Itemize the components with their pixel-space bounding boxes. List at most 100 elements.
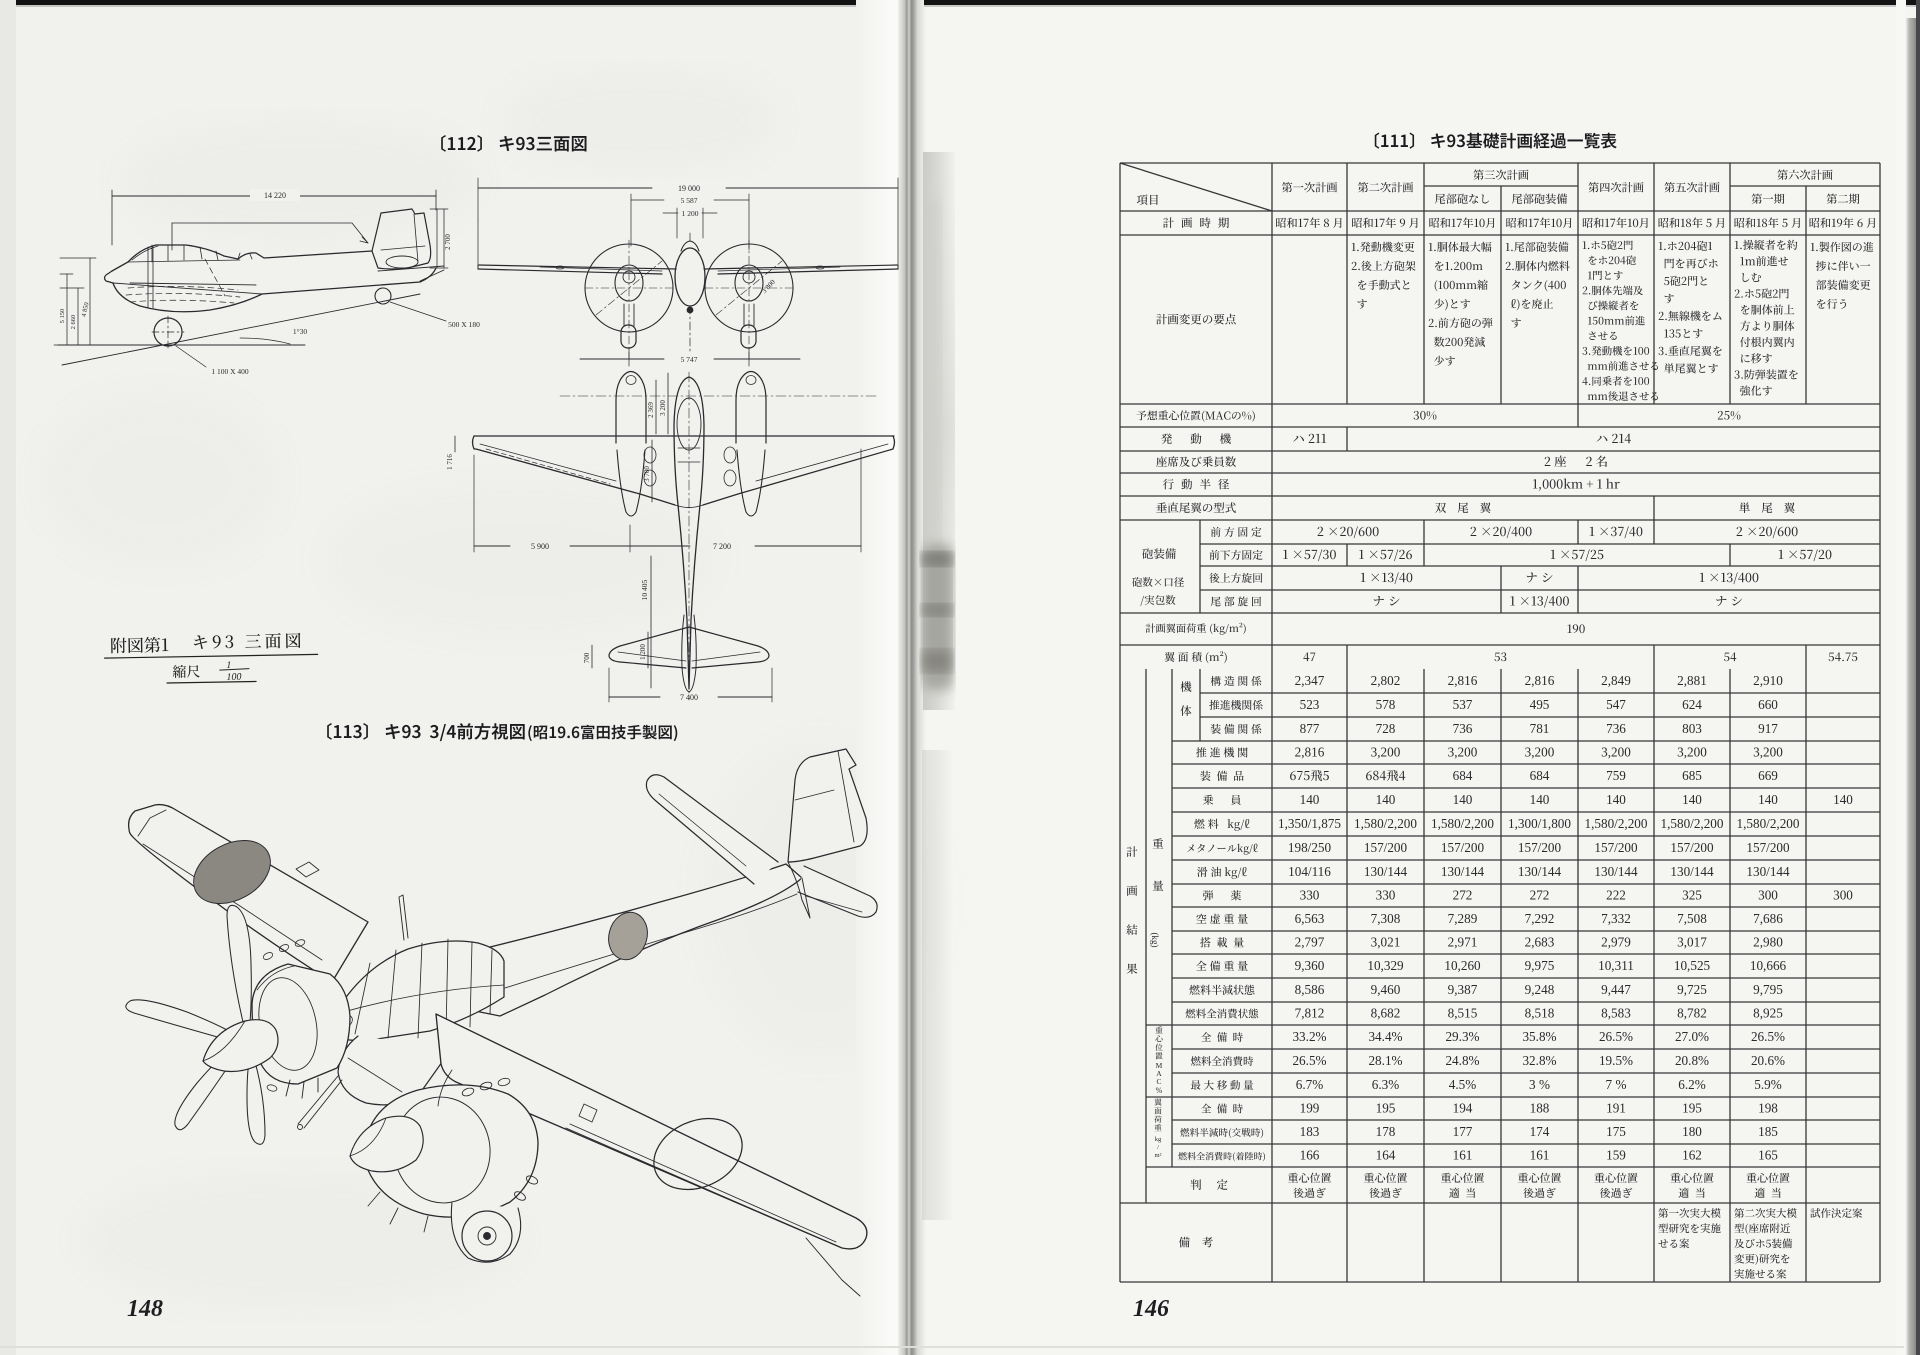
svg-text:3 700: 3 700 — [643, 466, 651, 482]
svg-text:8,518: 8,518 — [1525, 1006, 1555, 1021]
svg-text:2,683: 2,683 — [1525, 935, 1555, 950]
svg-text:10,666: 10,666 — [1750, 958, 1787, 973]
svg-text:3,200: 3,200 — [1677, 745, 1707, 760]
svg-text:9,460: 9,460 — [1371, 982, 1401, 997]
svg-text:148: 148 — [127, 1296, 163, 1322]
svg-text:1,300/1,800: 1,300/1,800 — [1508, 816, 1571, 831]
svg-text:1 200: 1 200 — [639, 644, 647, 660]
svg-text:7,812: 7,812 — [1295, 1006, 1325, 1021]
svg-text:3,200: 3,200 — [1525, 745, 1555, 760]
svg-text:9,975: 9,975 — [1525, 958, 1555, 973]
svg-text:162: 162 — [1682, 1148, 1702, 1163]
svg-text:195: 195 — [1376, 1101, 1396, 1116]
svg-text:669: 669 — [1758, 768, 1778, 783]
svg-text:2,347: 2,347 — [1295, 673, 1325, 688]
svg-text:7 %: 7 % — [1606, 1077, 1627, 1092]
svg-text:1 200: 1 200 — [682, 209, 699, 218]
svg-text:159: 159 — [1606, 1148, 1626, 1163]
svg-text:157/200: 157/200 — [1518, 840, 1562, 855]
svg-text:2,816: 2,816 — [1295, 745, 1325, 760]
svg-text:6.3%: 6.3% — [1372, 1077, 1399, 1092]
svg-text:3,017: 3,017 — [1677, 935, 1707, 950]
svg-text:165: 165 — [1758, 1148, 1778, 1163]
svg-text:5 587: 5 587 — [681, 196, 698, 205]
svg-text:330: 330 — [1376, 888, 1396, 903]
svg-text:26.5%: 26.5% — [1751, 1029, 1785, 1044]
svg-text:19.5%: 19.5% — [1599, 1053, 1633, 1068]
svg-text:1 100 X 400: 1 100 X 400 — [211, 367, 249, 376]
svg-text:537: 537 — [1453, 697, 1473, 712]
svg-text:24.8%: 24.8% — [1445, 1053, 1479, 1068]
svg-text:9,447: 9,447 — [1601, 982, 1631, 997]
svg-text:5 150: 5 150 — [59, 309, 66, 324]
svg-text:164: 164 — [1376, 1148, 1396, 1163]
svg-text:10,525: 10,525 — [1674, 958, 1711, 973]
svg-text:272: 272 — [1453, 888, 1473, 903]
svg-text:5 900: 5 900 — [531, 542, 549, 551]
svg-text:6.7%: 6.7% — [1296, 1077, 1323, 1092]
svg-text:728: 728 — [1376, 721, 1396, 736]
svg-text:2,849: 2,849 — [1601, 673, 1631, 688]
svg-text:300: 300 — [1758, 888, 1778, 903]
svg-text:%: % — [1156, 1086, 1163, 1095]
svg-text:10 405: 10 405 — [640, 579, 649, 600]
svg-text:26.5%: 26.5% — [1292, 1053, 1326, 1068]
svg-text:177: 177 — [1453, 1124, 1473, 1139]
svg-text:146: 146 — [1133, 1296, 1169, 1322]
svg-text:185: 185 — [1758, 1124, 1778, 1139]
svg-text:624: 624 — [1682, 697, 1702, 712]
svg-text:700: 700 — [583, 652, 591, 663]
svg-text:8,925: 8,925 — [1753, 1006, 1783, 1021]
svg-text:140: 140 — [1833, 792, 1853, 807]
svg-text:100: 100 — [226, 672, 241, 683]
svg-text:M: M — [1156, 1061, 1163, 1070]
svg-text:300: 300 — [1833, 888, 1853, 903]
svg-text:166: 166 — [1300, 1148, 1320, 1163]
svg-text:325: 325 — [1682, 888, 1702, 903]
svg-text:(kg): (kg) — [1150, 933, 1160, 948]
svg-text:33.2%: 33.2% — [1292, 1029, 1326, 1044]
svg-text:2,980: 2,980 — [1753, 935, 1783, 950]
svg-text:130/144: 130/144 — [1364, 864, 1408, 879]
svg-text:781: 781 — [1530, 721, 1550, 736]
svg-text:198/250: 198/250 — [1288, 840, 1332, 855]
svg-text:8,782: 8,782 — [1677, 1006, 1707, 1021]
svg-text:9,795: 9,795 — [1753, 982, 1783, 997]
svg-text:578: 578 — [1376, 697, 1396, 712]
svg-text:180: 180 — [1682, 1124, 1702, 1139]
svg-text:140: 140 — [1682, 792, 1702, 807]
svg-text:8,583: 8,583 — [1601, 1006, 1631, 1021]
svg-text:140: 140 — [1376, 792, 1396, 807]
svg-text:1,580/2,200: 1,580/2,200 — [1584, 816, 1647, 831]
svg-text:9,387: 9,387 — [1448, 982, 1478, 997]
svg-text:1,580/2,200: 1,580/2,200 — [1736, 816, 1799, 831]
svg-text:20.6%: 20.6% — [1751, 1053, 1785, 1068]
svg-text:685: 685 — [1682, 768, 1702, 783]
svg-text:759: 759 — [1606, 768, 1626, 783]
svg-text:2,881: 2,881 — [1677, 673, 1707, 688]
svg-text:161: 161 — [1453, 1148, 1473, 1163]
svg-text:5.9%: 5.9% — [1754, 1077, 1781, 1092]
svg-text:130/144: 130/144 — [1518, 864, 1562, 879]
svg-text:3 %: 3 % — [1529, 1077, 1550, 1092]
svg-text:1°30: 1°30 — [293, 327, 307, 336]
svg-text:34.4%: 34.4% — [1368, 1029, 1402, 1044]
svg-text:130/144: 130/144 — [1746, 864, 1790, 879]
svg-text:10,311: 10,311 — [1598, 958, 1634, 973]
svg-text:7,508: 7,508 — [1677, 911, 1707, 926]
svg-text:7 400: 7 400 — [680, 693, 698, 702]
svg-text:175: 175 — [1606, 1124, 1626, 1139]
svg-text:2 660: 2 660 — [70, 315, 77, 330]
svg-text:736: 736 — [1453, 721, 1473, 736]
svg-text:191: 191 — [1606, 1101, 1626, 1116]
svg-text:157/200: 157/200 — [1746, 840, 1790, 855]
svg-text:1,350/1,875: 1,350/1,875 — [1278, 816, 1341, 831]
svg-text:523: 523 — [1300, 697, 1320, 712]
svg-text:7,289: 7,289 — [1448, 911, 1478, 926]
svg-text:140: 140 — [1606, 792, 1626, 807]
svg-text:6,563: 6,563 — [1295, 911, 1325, 926]
svg-text:19 000: 19 000 — [678, 184, 700, 193]
svg-text:157/200: 157/200 — [1364, 840, 1408, 855]
svg-text:3,200: 3,200 — [1601, 745, 1631, 760]
svg-text:1,580/2,200: 1,580/2,200 — [1660, 816, 1723, 831]
